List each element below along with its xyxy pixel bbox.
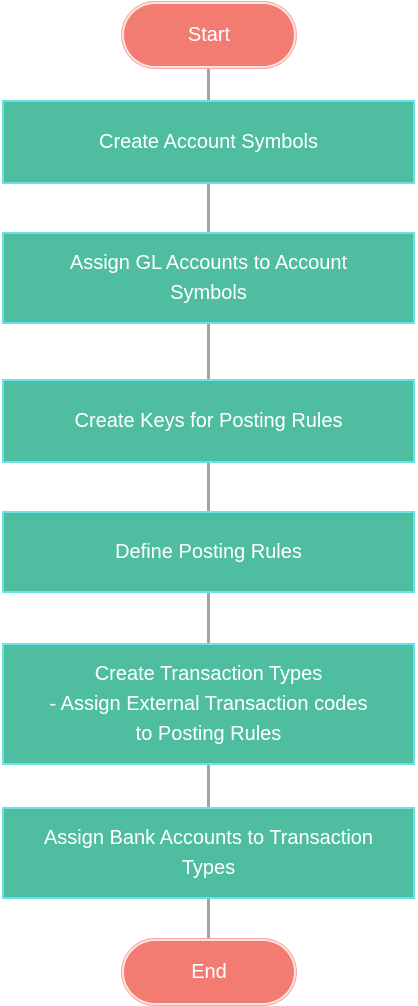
connector-step-5-to-step-6 xyxy=(207,765,210,807)
connector-step-3-to-step-4 xyxy=(207,463,210,511)
step-1-text: Create Account Symbols xyxy=(99,127,318,157)
step-create-transaction-types: Create Transaction Types - Assign Extern… xyxy=(2,643,415,765)
end-label: End xyxy=(191,960,227,983)
step-2-text: Assign GL Accounts to Account Symbols xyxy=(70,248,347,308)
step-create-account-symbols: Create Account Symbols xyxy=(2,100,415,184)
step-3-text: Create Keys for Posting Rules xyxy=(75,406,343,436)
connector-step-6-to-end xyxy=(207,899,210,939)
step-define-posting-rules: Define Posting Rules xyxy=(2,511,415,593)
step-5-line-1: Create Transaction Types xyxy=(94,663,323,685)
step-6-line-1: Assign Bank Accounts to Transaction xyxy=(43,827,374,849)
connector-step-2-to-step-3 xyxy=(207,324,210,379)
step-assign-bank-accounts: Assign Bank Accounts to Transaction Type… xyxy=(2,807,415,899)
start-terminal: Start xyxy=(122,2,296,68)
step-create-keys-for-posting-rules: Create Keys for Posting Rules xyxy=(2,379,415,463)
start-label: Start xyxy=(187,23,231,46)
connector-step-4-to-step-5 xyxy=(207,593,210,643)
step-2-line-2: Symbols xyxy=(170,282,247,304)
step-5-line-2: - Assign External Transaction codes xyxy=(49,693,368,715)
step-4-text: Define Posting Rules xyxy=(115,537,302,567)
step-6-line-2: Types xyxy=(181,857,236,879)
step-2-line-1: Assign GL Accounts to Account xyxy=(69,252,348,274)
step-5-line-3: to Posting Rules xyxy=(135,723,282,745)
step-assign-gl-accounts: Assign GL Accounts to Account Symbols xyxy=(2,232,415,324)
connector-start-to-step-1 xyxy=(207,68,210,100)
connector-step-1-to-step-2 xyxy=(207,184,210,232)
step-1-line-1: Create Account Symbols xyxy=(99,131,318,153)
step-6-text: Assign Bank Accounts to Transaction Type… xyxy=(44,823,373,883)
end-terminal: End xyxy=(122,939,296,1005)
step-5-text: Create Transaction Types - Assign Extern… xyxy=(50,659,368,749)
step-4-line-1: Define Posting Rules xyxy=(115,541,302,563)
step-3-line-1: Create Keys for Posting Rules xyxy=(74,410,343,432)
